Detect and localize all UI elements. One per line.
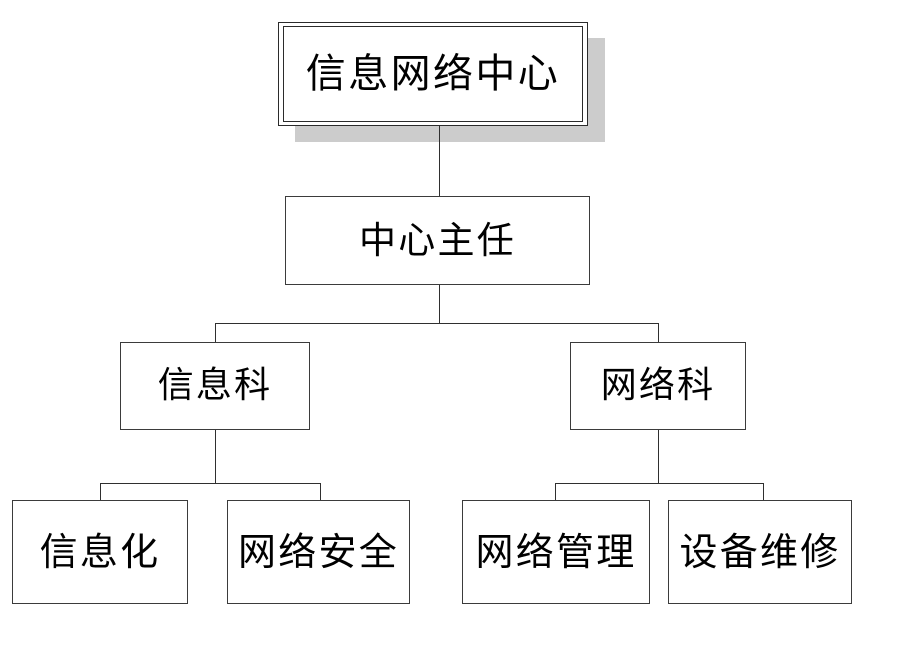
- node-information-department[interactable]: 信息科: [120, 342, 310, 430]
- connector-bus-to-informatization: [100, 483, 101, 500]
- connector-information-department-bus: [100, 483, 320, 484]
- node-label-information-network-center: 信息网络中心: [305, 51, 561, 97]
- node-label-equipment-maintenance: 设备维修: [679, 530, 841, 574]
- node-label-center-director: 中心主任: [359, 219, 516, 262]
- connector-bus-to-network-management: [555, 483, 556, 500]
- connector-information-department-stem: [215, 430, 216, 483]
- connector-root-to-director: [439, 126, 440, 196]
- node-label-informatization: 信息化: [39, 530, 161, 574]
- connector-level3-bus: [215, 323, 659, 324]
- node-label-network-management: 网络管理: [475, 530, 637, 574]
- node-label-network-department: 网络科: [600, 365, 716, 406]
- node-center-director[interactable]: 中心主任: [285, 196, 590, 285]
- root-inner-frame: 信息网络中心: [283, 26, 583, 122]
- node-information-network-center[interactable]: 信息网络中心: [278, 22, 588, 126]
- connector-bus-to-network-security: [320, 483, 321, 500]
- node-label-information-department: 信息科: [157, 365, 273, 406]
- connector-bus-to-dept-network: [658, 323, 659, 342]
- connector-network-department-stem: [658, 430, 659, 483]
- connector-bus-to-dept-info: [215, 323, 216, 342]
- node-label-network-security: 网络安全: [237, 530, 400, 574]
- node-equipment-maintenance[interactable]: 设备维修: [668, 500, 852, 604]
- node-network-department[interactable]: 网络科: [570, 342, 746, 430]
- node-network-security[interactable]: 网络安全: [227, 500, 410, 604]
- connector-director-stem: [439, 285, 440, 323]
- node-informatization[interactable]: 信息化: [12, 500, 188, 604]
- connector-bus-to-equipment-maintenance: [763, 483, 764, 500]
- connector-network-department-bus: [555, 483, 763, 484]
- node-network-management[interactable]: 网络管理: [462, 500, 650, 604]
